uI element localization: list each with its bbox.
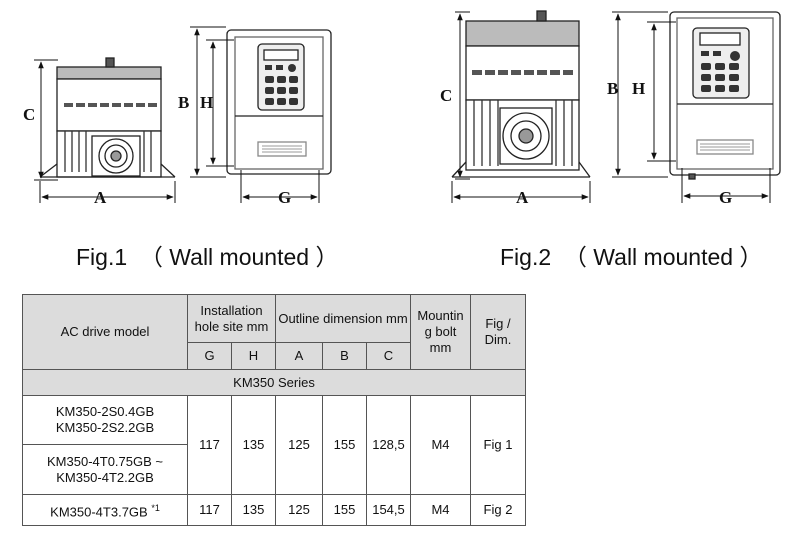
model-name: KM350-2S2.2GB — [55, 420, 155, 435]
cell-g: 117 — [187, 395, 232, 495]
header-outline: Outline dimension mm — [275, 294, 411, 343]
fig2-side-view — [451, 10, 591, 178]
fig1-label-a: A — [94, 188, 107, 207]
header-a: A — [275, 342, 323, 370]
fig2-front-dimensions — [612, 11, 771, 203]
table-row: KM350-4T0.75GB ~ KM350-4T2.2GB — [22, 444, 526, 495]
fig2-caption: Fig.2 （ Wall mounted ） — [500, 244, 763, 270]
fig2-front-view — [669, 11, 781, 180]
header-b: B — [322, 342, 367, 370]
model-cell: KM350-4T3.7GB *1 — [22, 494, 188, 526]
fig1-label-b: B — [178, 93, 189, 112]
footnote-mark: *1 — [151, 502, 160, 513]
model-name: KM350-4T2.2GB — [56, 469, 154, 485]
cell-bolt: M4 — [410, 395, 471, 495]
header-h: H — [231, 342, 276, 370]
cell-a: 125 — [275, 494, 323, 526]
fig2-label-c: C — [440, 86, 452, 105]
cell-b: 155 — [322, 395, 367, 495]
model-name: KM350-4T0.75GB ~ — [47, 453, 163, 469]
cell-a: 125 — [275, 395, 323, 495]
cell-h: 135 — [231, 395, 276, 495]
fig1-caption: Fig.1 （ Wall mounted ） — [76, 244, 339, 270]
fig1-side-dimensions — [34, 59, 176, 203]
fig1-side-view — [39, 57, 176, 178]
header-g: G — [187, 342, 232, 370]
cell-h: 135 — [231, 494, 276, 526]
fig2-label-h: H — [632, 79, 645, 98]
cell-fig: Fig 2 — [470, 494, 526, 526]
fig2-label-b: B — [607, 79, 618, 98]
fig2-side-dimensions — [451, 11, 591, 203]
header-model: AC drive model — [22, 294, 188, 370]
header-installation: Installation hole site mm — [187, 294, 276, 343]
fig2-label-a: A — [516, 188, 529, 207]
model-cell: KM350-4T0.75GB ~ KM350-4T2.2GB — [22, 444, 188, 495]
fig1-front-dimensions — [190, 26, 320, 203]
table-row: KM350-4T3.7GB *1 117 135 125 155 154,5 M… — [22, 494, 526, 526]
fig1-label-g: G — [278, 188, 291, 207]
cell-c: 154,5 — [366, 494, 411, 526]
dimension-table: AC drive model Installation hole site mm… — [22, 294, 526, 526]
series-row: KM350 Series — [22, 369, 526, 396]
cell-fig: Fig 1 — [470, 395, 526, 495]
fig2-label-g: G — [719, 188, 732, 207]
fig1-label-c: C — [23, 105, 35, 124]
model-cell: KM350-2S0.4GB KM350-2S2.2GB — [22, 395, 188, 445]
header-bolt: Mountin g bolt mm — [410, 294, 471, 370]
cell-c: 128,5 — [366, 395, 411, 495]
fig1-label-h: H — [200, 93, 213, 112]
model-name: KM350-4T3.7GB — [50, 504, 148, 520]
fig1-front-view — [226, 29, 332, 175]
table-row: KM350-2S0.4GB KM350-2S2.2GB 117 135 125 … — [22, 395, 526, 495]
header-c: C — [366, 342, 411, 370]
model-name: KM350-2S0.4GB — [55, 404, 155, 419]
cell-b: 155 — [322, 494, 367, 526]
header-fig: Fig / Dim. — [470, 294, 526, 370]
cell-bolt: M4 — [410, 494, 471, 526]
dimension-drawings: C A B H G — [23, 10, 781, 207]
cell-g: 117 — [187, 494, 232, 526]
